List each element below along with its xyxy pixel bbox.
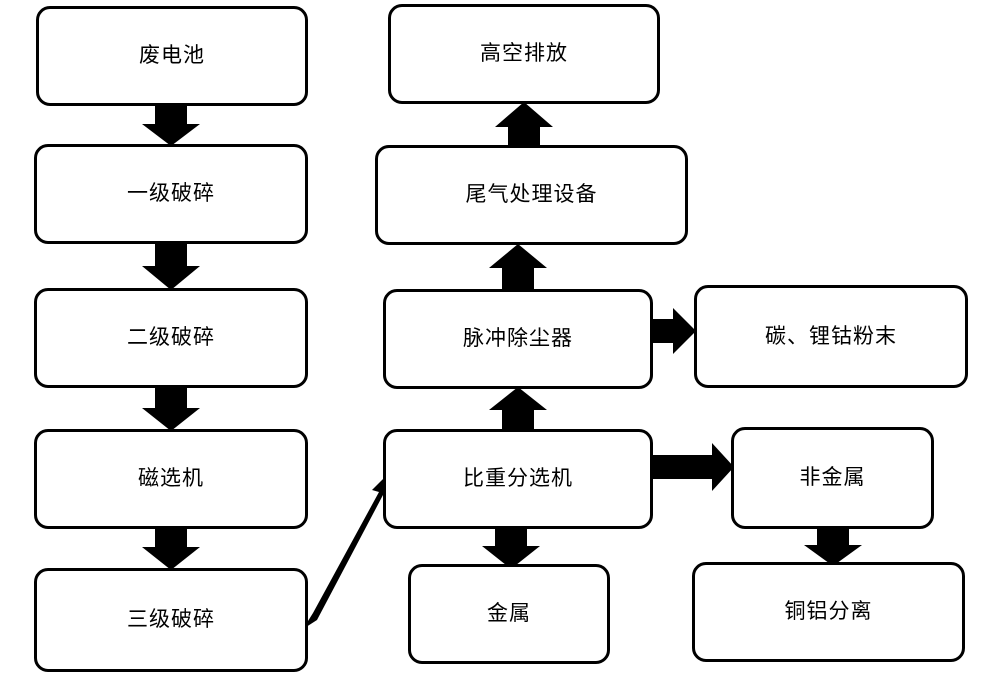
node-secondary-crush[interactable]: 二级破碎 [34, 288, 308, 388]
node-label-non-metal: 非金属 [799, 465, 866, 490]
node-metal[interactable]: 金属 [408, 564, 610, 664]
node-non-metal[interactable]: 非金属 [731, 427, 934, 529]
node-copper-aluminum-separation[interactable]: 铜铝分离 [692, 562, 965, 662]
arrow-secondary-crush-to-magnetic-separator [142, 386, 200, 431]
arrow-gravity-separator-to-metal [482, 527, 540, 569]
node-primary-crush[interactable]: 一级破碎 [34, 144, 308, 244]
node-magnetic-separator[interactable]: 磁选机 [34, 429, 308, 529]
node-label-carbon-lithium-cobalt-powder: 碳、锂钴粉末 [765, 323, 897, 348]
node-label-high-altitude-emission: 高空排放 [480, 41, 568, 66]
arrow-non-metal-to-copper-aluminum-separation [804, 527, 862, 566]
arrow-gravity-separator-to-non-metal [651, 443, 734, 491]
node-label-tertiary-crush: 三级破碎 [127, 607, 215, 632]
node-tertiary-crush[interactable]: 三级破碎 [34, 568, 308, 672]
node-label-copper-aluminum-separation: 铜铝分离 [784, 599, 873, 624]
arrow-tertiary-crush-to-gravity-separator [303, 475, 390, 629]
node-label-exhaust-treatment: 尾气处理设备 [465, 182, 598, 207]
node-label-magnetic-separator: 磁选机 [138, 466, 204, 491]
node-high-altitude-emission[interactable]: 高空排放 [388, 4, 660, 104]
arrow-gravity-separator-to-pulse-dust-collector [489, 387, 547, 430]
arrow-magnetic-separator-to-tertiary-crush [142, 527, 200, 570]
node-label-waste-battery: 废电池 [139, 43, 205, 68]
node-exhaust-treatment[interactable]: 尾气处理设备 [375, 145, 688, 245]
arrow-pulse-dust-collector-to-exhaust-treatment [489, 244, 547, 290]
node-pulse-dust-collector[interactable]: 脉冲除尘器 [383, 289, 653, 389]
arrow-waste-battery-to-primary-crush [142, 102, 200, 146]
node-label-primary-crush: 一级破碎 [127, 181, 215, 206]
arrow-pulse-dust-collector-to-powder [653, 308, 696, 354]
node-label-metal: 金属 [487, 601, 531, 626]
node-label-pulse-dust-collector: 脉冲除尘器 [463, 326, 573, 351]
node-label-secondary-crush: 二级破碎 [127, 325, 215, 350]
node-carbon-lithium-cobalt-powder[interactable]: 碳、锂钴粉末 [694, 285, 968, 388]
node-label-gravity-separator: 比重分选机 [463, 466, 573, 491]
node-waste-battery[interactable]: 废电池 [36, 6, 308, 106]
arrow-primary-crush-to-secondary-crush [142, 242, 200, 290]
node-gravity-separator[interactable]: 比重分选机 [383, 429, 653, 529]
arrow-exhaust-treatment-to-high-altitude-emission [495, 102, 553, 146]
